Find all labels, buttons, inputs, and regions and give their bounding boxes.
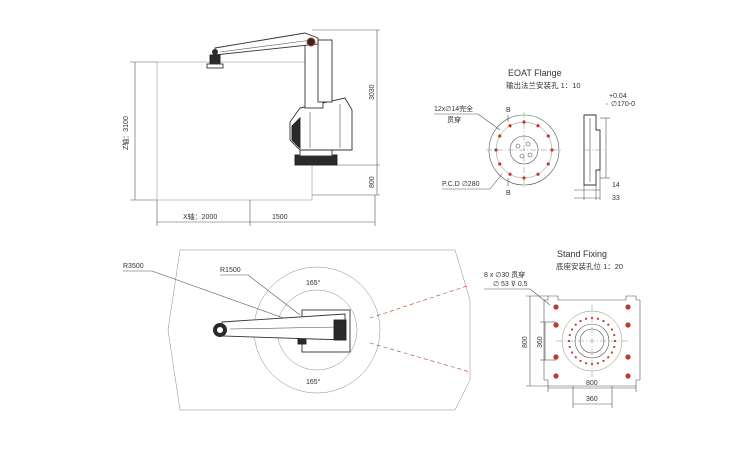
stand-ring-hole — [574, 323, 577, 326]
flange-hole — [546, 134, 550, 138]
stand-ring-hole — [584, 362, 588, 365]
flange-holes-note-2: 贯穿 — [447, 115, 461, 124]
flange-hole — [536, 172, 540, 176]
stand-holes-note-1: 8 x ∅30 贯穿 — [484, 270, 525, 279]
stand-ring-hole — [567, 339, 571, 343]
stand-ring-hole — [602, 359, 605, 363]
robot-base — [294, 154, 338, 166]
dim-800-label: 800 — [369, 176, 376, 188]
flange-hole — [508, 172, 512, 176]
stand-mount-hole — [625, 354, 631, 360]
flange-hole — [498, 162, 502, 166]
stand-title: Stand Fixing — [557, 249, 607, 259]
stand-holes-note-2: ∅ 53 ⊽ 0.5 — [493, 281, 528, 288]
stand-ring-hole — [596, 362, 600, 365]
dim-3030-label: 3030 — [369, 84, 376, 100]
flange-hole — [494, 148, 498, 152]
stand-holes — [553, 304, 631, 379]
stand-mount-hole — [553, 373, 559, 379]
stand-mount-hole — [553, 322, 559, 328]
r-inner-label: R1500 — [220, 267, 241, 274]
stand-ring-hole — [613, 345, 616, 349]
flange-holes-note-1: 12x∅14完全 — [434, 104, 473, 113]
dim-1500-label: 1500 — [272, 214, 288, 221]
stand-mount-hole — [625, 373, 631, 379]
angle-top-label: 165° — [306, 279, 321, 287]
flange-hole — [498, 134, 502, 138]
stand-dim-360-h: 360 — [586, 396, 598, 403]
flange-hole — [550, 148, 554, 152]
stand-ring-hole — [610, 328, 614, 331]
flange-hole — [522, 176, 526, 180]
stand-ring-hole — [584, 317, 588, 320]
stand-ring-hole — [579, 319, 582, 323]
flange-dim-33: 33 — [612, 195, 620, 202]
flange-dim-14: 14 — [612, 182, 620, 189]
robot-arm — [214, 32, 319, 56]
flange-pcd: P.C.D ∅280 — [442, 181, 480, 188]
stand-ring-hole — [610, 351, 614, 354]
robot-side — [206, 32, 353, 166]
reach-limit-lower — [369, 342, 471, 373]
stand-ring-hole — [613, 339, 617, 343]
robot-top — [213, 309, 351, 353]
robot-body — [289, 97, 353, 151]
stand-ring-hole — [579, 359, 582, 363]
flange-holes — [494, 120, 554, 180]
stand-ring-hole — [570, 351, 574, 354]
top-view: R3500 R1500 165° 165° — [123, 249, 471, 411]
stand-dim-800-v: 800 — [522, 336, 529, 348]
stand-ring-hole — [607, 323, 610, 326]
stand-ring-hole — [568, 345, 571, 349]
stand-ring-hole — [568, 333, 571, 337]
flange-hole — [522, 120, 526, 124]
flange-diameter: ∅170-0 — [611, 101, 635, 108]
stand-view: Stand Fixing 底座安装孔位 1：20 8 x ∅30 贯穿 ∅ 53… — [484, 249, 641, 408]
stand-plate — [543, 295, 641, 387]
stand-ring-hole — [607, 356, 610, 359]
stand-ring-hole — [590, 362, 594, 366]
flange-title: EOAT Flange — [508, 68, 562, 78]
stand-subtitle: 底座安装孔位 1：20 — [556, 261, 623, 271]
stand-ring-hole — [570, 328, 574, 331]
flange-section-bottom: B — [506, 190, 511, 197]
stand-mount-hole — [553, 354, 559, 360]
flange-view: EOAT Flange 输出法兰安装孔 1：10 B B 12x∅14完全 贯穿… — [434, 68, 635, 202]
stand-ring-holes — [567, 316, 617, 366]
stand-mount-hole — [625, 304, 631, 310]
flange-section-top: B — [506, 107, 511, 114]
angle-bottom-label: 165° — [306, 378, 321, 386]
stand-dim-360-v: 360 — [537, 336, 544, 348]
flange-subtitle: 输出法兰安装孔 1：10 — [506, 80, 581, 90]
stand-ring-hole — [596, 317, 600, 320]
z-axis-label: Z轴：3100 — [121, 116, 130, 150]
flange-section: +0.04 ∅170-0 14 33 — [574, 93, 635, 202]
stand-ring-hole — [602, 319, 605, 323]
x-axis-label: X轴：2000 — [183, 212, 217, 221]
stand-mount-hole — [625, 322, 631, 328]
robot-joint — [306, 37, 316, 47]
stand-dim-800-h: 800 — [586, 380, 598, 387]
r-outer-label: R3500 — [123, 263, 144, 270]
work-envelope — [156, 61, 313, 201]
flange-hole — [536, 124, 540, 128]
robot-tool — [209, 54, 221, 66]
stand-ring-hole — [613, 333, 616, 337]
stand-mount-hole — [553, 304, 559, 310]
stand-ring-hole — [590, 316, 594, 320]
flange-hole — [508, 124, 512, 128]
reach-limit-upper — [369, 284, 471, 319]
stand-ring-hole — [574, 356, 577, 359]
reach-envelope-outer — [167, 249, 471, 411]
side-view: Z轴：3100 X轴：2000 1500 3030 800 — [121, 29, 380, 226]
flange-tolerance: +0.04 — [609, 93, 627, 100]
flange-hole — [546, 162, 550, 166]
